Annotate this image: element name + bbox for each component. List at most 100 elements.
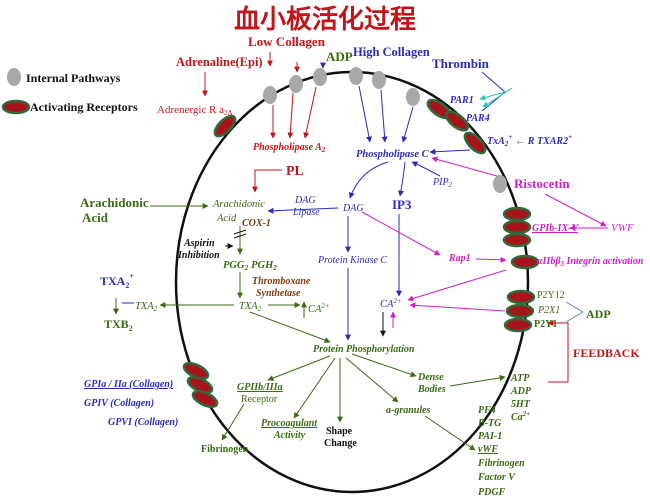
- arrow-phos-procoag: [293, 357, 336, 419]
- arrow-rap1-integrin: [475, 256, 507, 263]
- label-shape-1: Shape: [326, 426, 353, 437]
- ca2-sup: 2+: [393, 297, 402, 305]
- pgg2-text: PGG: [223, 260, 245, 271]
- label-p2y12: P2Y12: [537, 290, 565, 301]
- receptor-adrenergic: [213, 114, 237, 138]
- label-thromboxane-1: Thromboxane: [252, 276, 311, 287]
- dense-item-5ht: 5HT: [511, 399, 531, 410]
- receptor-p2y1: [503, 317, 533, 333]
- integrin-text: αIIbβ: [537, 256, 561, 267]
- dense-ca-text: Ca: [511, 412, 523, 423]
- label-pip2: PIP2: [432, 177, 453, 189]
- ca1-sup: 2+: [321, 302, 330, 310]
- arrow-thrombin-par1: [479, 91, 506, 101]
- pathway-node-6: [406, 88, 420, 106]
- label-arachidonic-inside-2: Acid: [216, 213, 237, 224]
- label-aspirin-2: Inhibition: [177, 250, 220, 261]
- arrow-plc-dag: [348, 161, 389, 199]
- adp-bracket: [565, 301, 584, 323]
- txa2-mid-sub: 2: [154, 305, 158, 313]
- label-procoagulant-1: Procoagulant: [261, 418, 318, 429]
- arrow-ristocetin-plc: [431, 156, 498, 177]
- receptor-p2y12: [506, 289, 536, 305]
- arrow-txar2-plc: [429, 148, 471, 155]
- granule-item-pai1: PAI-1: [478, 431, 502, 442]
- txa2-receptor-text: TxA: [487, 136, 505, 147]
- arrow-integrin-ca: [407, 269, 507, 302]
- pathway-node-2: [289, 75, 303, 93]
- dense-ca-sup: 2+: [522, 410, 531, 418]
- label-protein-kinase-c: Protein Kinase C: [317, 255, 387, 266]
- receptor-integrin: [510, 254, 540, 270]
- label-rap1: Rap1: [448, 253, 471, 264]
- legend-internal-pathway-icon: [7, 68, 21, 86]
- activating-receptors: [182, 98, 540, 408]
- arrow-gpiib-fibrinogen: [221, 403, 245, 441]
- legend-internal-label: Internal Pathways: [26, 71, 121, 85]
- magenta-arrows: [361, 156, 608, 328]
- label-txa2-inner: TXA2: [239, 301, 262, 313]
- label-gpvi: GPVI (Collagen): [108, 417, 178, 428]
- pathway-node-1: [263, 86, 277, 104]
- granule-item-vwf: vWF: [478, 444, 498, 455]
- receptor-gpib-1: [502, 206, 532, 222]
- label-p2y1: P2Y1: [534, 319, 557, 330]
- integrin-sub: 3: [559, 260, 564, 268]
- pip2-text: PIP: [432, 177, 449, 188]
- label-arachidonic-inside-1: Arachidonic: [212, 199, 265, 210]
- label-txa2-mid: TXA2: [135, 301, 158, 313]
- blue-arrows: [122, 62, 506, 341]
- arrow-high-collagen-2: [380, 89, 388, 143]
- txar2-sup: +: [568, 133, 572, 141]
- label-gpib: GPIb-IX-V: [532, 223, 579, 234]
- label-integrin: αIIbβ3 Integrin activation: [537, 256, 644, 268]
- txa2-receptor-sub: 2: [504, 140, 509, 148]
- arrow-thrombin-par4: [482, 87, 513, 108]
- granule-item-factor-v: Factor V: [477, 472, 516, 483]
- receptor-gpib-2: [502, 219, 532, 235]
- txa2-out-text: TXA: [100, 274, 126, 288]
- label-txa2-outer: TXA2+: [100, 272, 134, 290]
- pathway-node-3: [313, 68, 327, 86]
- arrow-p2x1-ca: [409, 302, 506, 312]
- label-phospholipase-c: Phospholipase C: [356, 149, 430, 160]
- txa2-mid-text: TXA: [135, 301, 154, 312]
- receptor-gpvi: [191, 390, 219, 408]
- label-dag-lipase-2: Lipase: [292, 207, 320, 218]
- granule-item-fibrinogen: Fibrinogen: [477, 458, 525, 469]
- arrow-high-collagen-1: [358, 85, 372, 143]
- pathway-node-5: [372, 71, 386, 89]
- label-par1: PAR1: [450, 95, 474, 106]
- label-p2x1: P2X1: [537, 305, 560, 316]
- pla2-sub: 2: [321, 146, 326, 154]
- label-arachidonic-2: Acid: [82, 210, 109, 225]
- arrow-dense-out: [449, 374, 506, 387]
- label-txa2-receptor: TxA2+← R TXAR2+: [487, 133, 572, 148]
- arrow-dag-lipase: [267, 207, 339, 214]
- label-gpia: GPIa / IIa (Collagen): [84, 379, 173, 390]
- black-arrows: [225, 229, 386, 337]
- txa2-out-sup: +: [129, 272, 134, 281]
- label-aspirin-1: Aspirin: [183, 238, 215, 249]
- txa2-inner-text: TXA: [239, 301, 258, 312]
- granule-item-btg: B-TG: [477, 418, 502, 429]
- pgg2-sub: 2: [244, 264, 249, 272]
- arrow-dag-rap1: [361, 211, 441, 256]
- label-fibrinogen: Fibrinogen: [201, 444, 249, 455]
- label-adp-top: ADP: [326, 49, 353, 64]
- label-dense-2: Bodies: [417, 384, 446, 395]
- aspirin-block-1: [233, 229, 247, 235]
- dense-item-atp: ATP: [510, 373, 530, 384]
- arrow-pl-to-arachidonic: [252, 169, 282, 193]
- label-phospholipase-a2: Phospholipase A2: [253, 142, 326, 154]
- label-dense-1: Dense: [417, 372, 444, 383]
- pgh2-text: PGH: [251, 260, 274, 271]
- dense-item-ca: Ca2+: [511, 410, 530, 423]
- label-txb2: TXB2: [104, 317, 133, 333]
- arrow-plc-ip3: [398, 161, 406, 197]
- arrow-pla2-3: [303, 86, 317, 139]
- txa2-out-sub: 2: [125, 281, 129, 290]
- txb2-text: TXB: [104, 317, 129, 331]
- pla2-text: Phospholipase A: [253, 142, 322, 153]
